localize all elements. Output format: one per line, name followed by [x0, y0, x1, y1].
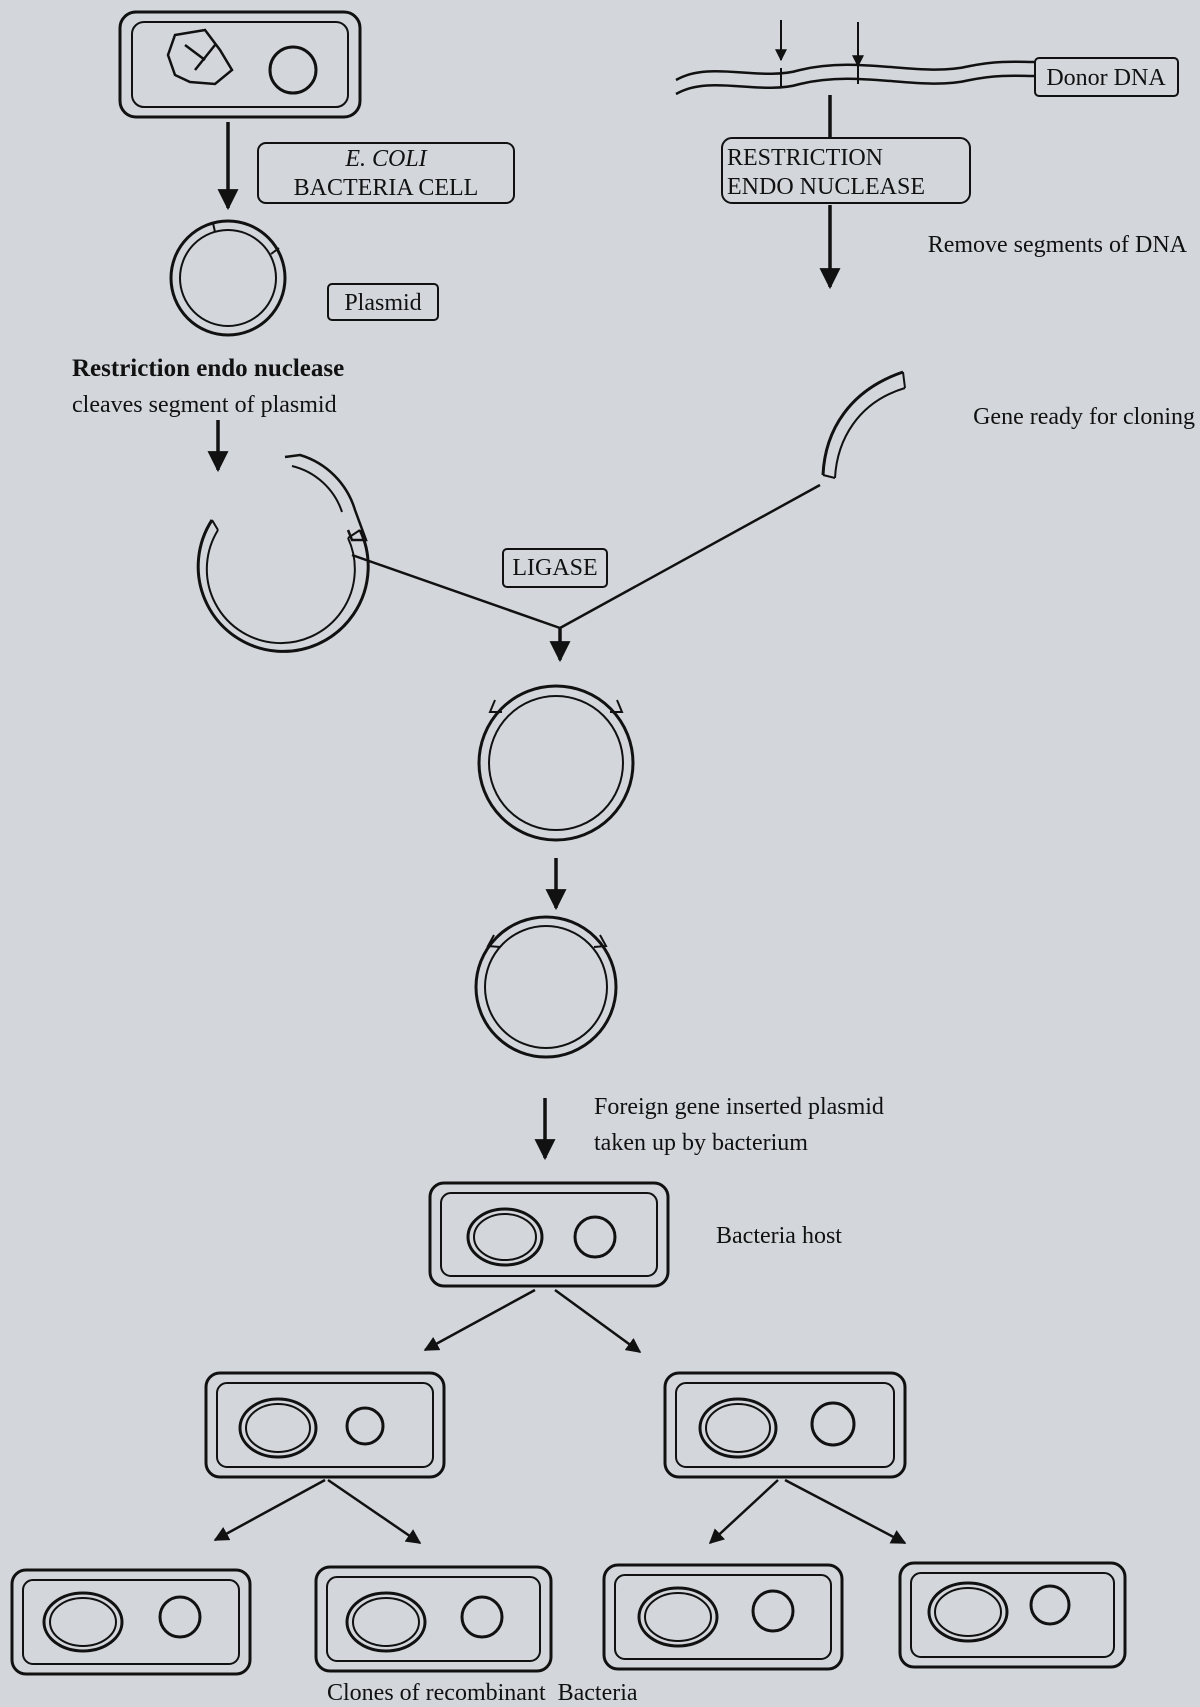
restriction-enzyme-box: RESTRICTION ENDO NUCLEASE	[721, 137, 971, 204]
gene-ready-label: Gene ready for cloning	[973, 404, 1195, 430]
ligase-label-box: LIGASE	[502, 548, 608, 588]
restriction-line1: RESTRICTION	[727, 145, 883, 171]
donor-dna-label-box: Donor DNA	[1034, 57, 1179, 97]
clone-cell-2	[314, 1565, 553, 1673]
clone-cell-3	[602, 1563, 844, 1671]
ecoli-label-line1: E. COLI	[344, 146, 427, 172]
daughter-cell-left	[204, 1371, 446, 1479]
ligase-line-left	[351, 553, 561, 630]
foreign-gene-line1: Foreign gene inserted plasmid	[594, 1094, 884, 1120]
donor-dna	[675, 20, 1036, 96]
restriction-line2: ENDO NUCLEASE	[727, 174, 925, 200]
clone-cell-4	[898, 1561, 1127, 1669]
clones-label: Clones of recombinant Bacteria	[327, 1680, 638, 1706]
clone-cell-1	[10, 1568, 252, 1676]
ecoli-label-line2: BACTERIA CELL	[294, 175, 479, 201]
cell-plasmid	[268, 45, 318, 95]
gene-fragment	[821, 370, 906, 479]
recombinant-plasmid-2	[474, 915, 618, 1059]
ligase-label: LIGASE	[512, 555, 597, 581]
plasmid-label-box: Plasmid	[327, 283, 439, 321]
foreign-gene-line2: taken up by bacterium	[594, 1130, 808, 1156]
daughter-cell-right	[663, 1371, 907, 1479]
recombinant-plasmid	[477, 684, 635, 842]
host-cell	[428, 1181, 670, 1288]
bacterial-chromosome	[166, 28, 234, 86]
cleaves-line1: Restriction endo nuclease	[72, 355, 344, 382]
remove-segments-label: Remove segments of DNA	[928, 232, 1188, 258]
ecoli-cell	[118, 10, 362, 119]
cut-plasmid	[196, 453, 370, 653]
ligase-line-right	[559, 483, 821, 630]
plasmid-label: Plasmid	[344, 290, 421, 316]
cleaves-line2: cleaves segment of plasmid	[72, 392, 337, 418]
plasmid-ring	[169, 219, 287, 337]
ecoli-label-box: E. COLI BACTERIA CELL	[257, 142, 515, 204]
donor-dna-label: Donor DNA	[1046, 65, 1166, 91]
bacteria-host-label: Bacteria host	[716, 1223, 842, 1249]
